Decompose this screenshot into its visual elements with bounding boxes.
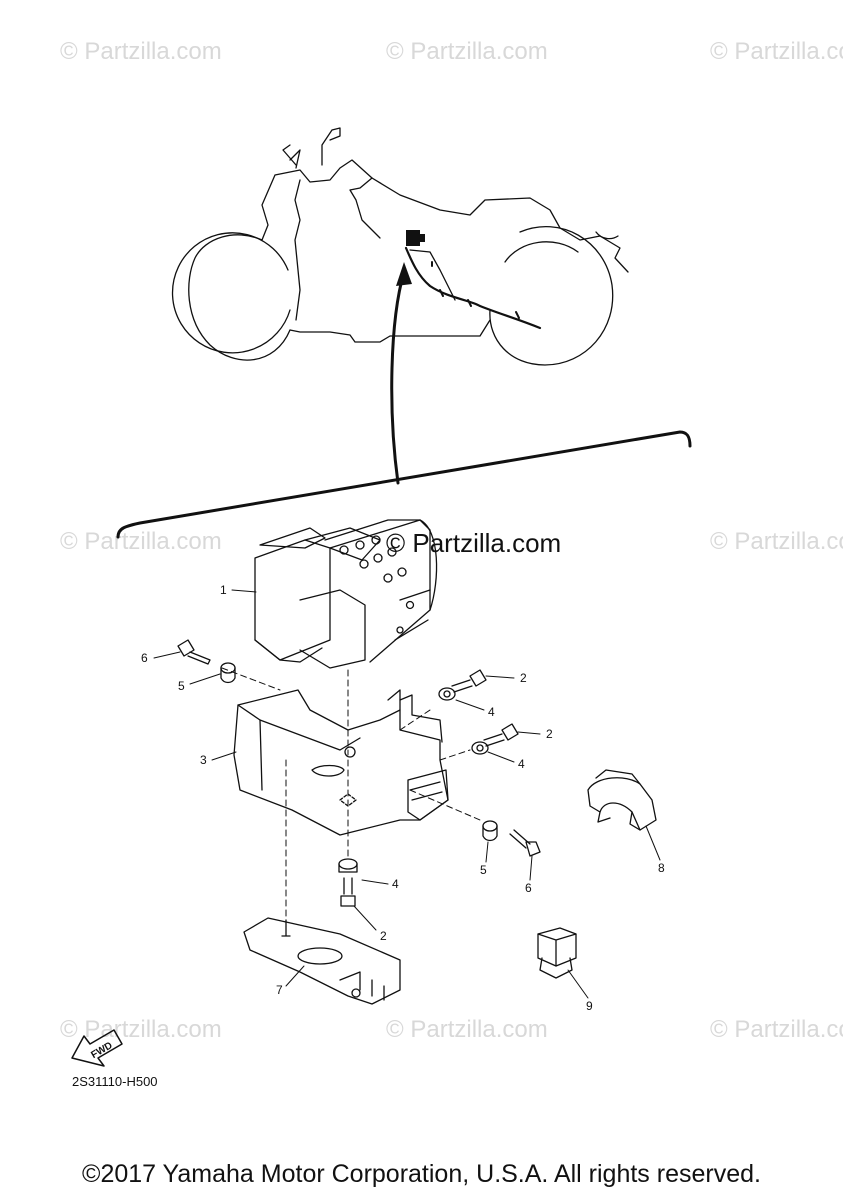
copyright-notice: ©2017 Yamaha Motor Corporation, U.S.A. A… [82, 1160, 761, 1188]
callout-4: 4 [488, 705, 495, 719]
callout-labels: 1 2 2 2 3 4 4 4 5 5 6 6 7 8 9 [141, 583, 665, 1013]
watermark: © Partzilla.com [710, 38, 843, 65]
fwd-arrow-icon: FWD [71, 1029, 123, 1067]
watermark: © Partzilla.com [710, 1016, 843, 1043]
watermark: © Partzilla.com [710, 528, 843, 555]
callout-2: 2 [520, 671, 527, 685]
callout-2: 2 [546, 727, 553, 741]
callout-9: 9 [586, 999, 593, 1013]
bracket-tray [233, 689, 449, 836]
brake-line [404, 230, 542, 330]
callout-3: 3 [200, 753, 207, 767]
callout-2: 2 [380, 929, 387, 943]
callout-5: 5 [178, 679, 185, 693]
watermark-main: © Partzilla.com [386, 528, 562, 558]
callout-4: 4 [392, 877, 399, 891]
watermark: © Partzilla.com [386, 38, 548, 65]
fwd-label: FWD [89, 1040, 114, 1061]
callout-7: 7 [276, 983, 283, 997]
watermark: © Partzilla.com [60, 528, 222, 555]
assembly-guides [221, 667, 481, 931]
callout-6: 6 [525, 881, 532, 895]
abs-hydraulic-unit [254, 519, 438, 669]
watermark: © Partzilla.com [386, 1016, 548, 1043]
arrow-head [396, 262, 412, 286]
watermark: © Partzilla.com [60, 1016, 222, 1043]
hardware [177, 639, 541, 907]
connector [537, 927, 577, 979]
motorcycle-outline [171, 127, 629, 366]
abs-location-marker [406, 230, 420, 246]
locator-arrow [390, 270, 406, 485]
callout-6: 6 [141, 651, 148, 665]
callout-8: 8 [658, 861, 665, 875]
mounting-plate [243, 917, 401, 1005]
detail-bracket [116, 430, 692, 539]
callout-4: 4 [518, 757, 525, 771]
callout-5: 5 [480, 863, 487, 877]
callout-1: 1 [220, 583, 227, 597]
diagram-code: 2S31110-H500 [72, 1074, 158, 1089]
leader-lines [153, 589, 661, 999]
watermark: © Partzilla.com [60, 38, 222, 65]
clamp [587, 769, 657, 831]
